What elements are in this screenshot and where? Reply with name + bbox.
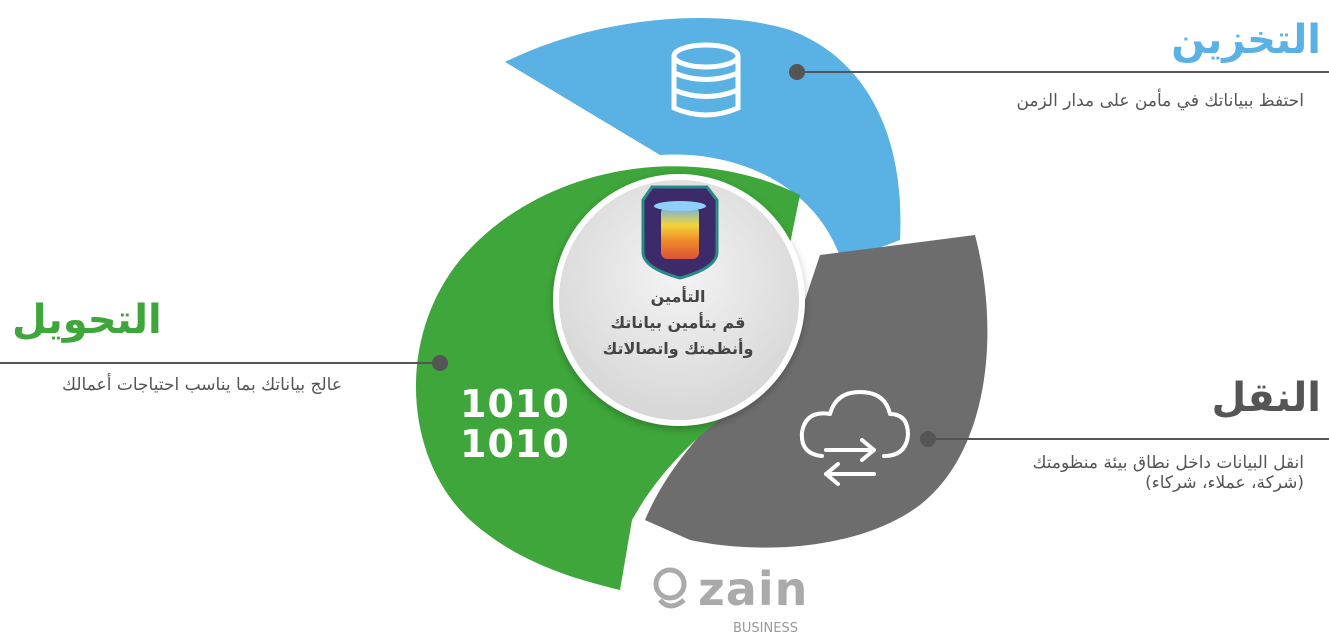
logo-subtitle: BUSINESS — [733, 621, 798, 636]
security-shield-icon — [641, 185, 719, 280]
database-icon — [671, 42, 741, 118]
transform-title: التحويل — [12, 297, 162, 343]
binary-line-1: 1010 — [460, 382, 570, 426]
storage-segment — [505, 18, 901, 262]
center-line-2: وأنظمتك واتصالاتك — [602, 339, 754, 358]
zain-logo-icon — [653, 567, 687, 609]
transfer-connector-dot — [920, 431, 936, 447]
center-text: التأمين قم بتأمين بياناتك وأنظمتك واتصال… — [578, 284, 778, 362]
binary-text: 1010 1010 — [460, 382, 570, 466]
transform-connector-dot — [432, 355, 448, 371]
storage-connector-dot — [789, 64, 805, 80]
logo-wordmark: zain — [698, 562, 809, 616]
storage-title: التخزين — [1171, 17, 1321, 63]
center-circle — [553, 174, 805, 426]
transform-description: عالج بياناتك بما يناسب احتياجات أعمالك — [62, 375, 342, 395]
transfer-title: النقل — [1211, 375, 1321, 421]
center-title: التأمين — [650, 287, 706, 306]
transfer-description: انقل البيانات داخل نطاق بيئة منظومتك (شر… — [1032, 453, 1304, 493]
storage-description: احتفظ ببياناتك في مأمن على مدار الزمن — [1016, 91, 1304, 111]
binary-line-2: 1010 — [460, 422, 570, 466]
center-line-1: قم بتأمين بياناتك — [610, 313, 746, 332]
transfer-segment — [645, 235, 988, 548]
cloud-transfer-icon — [799, 390, 910, 486]
